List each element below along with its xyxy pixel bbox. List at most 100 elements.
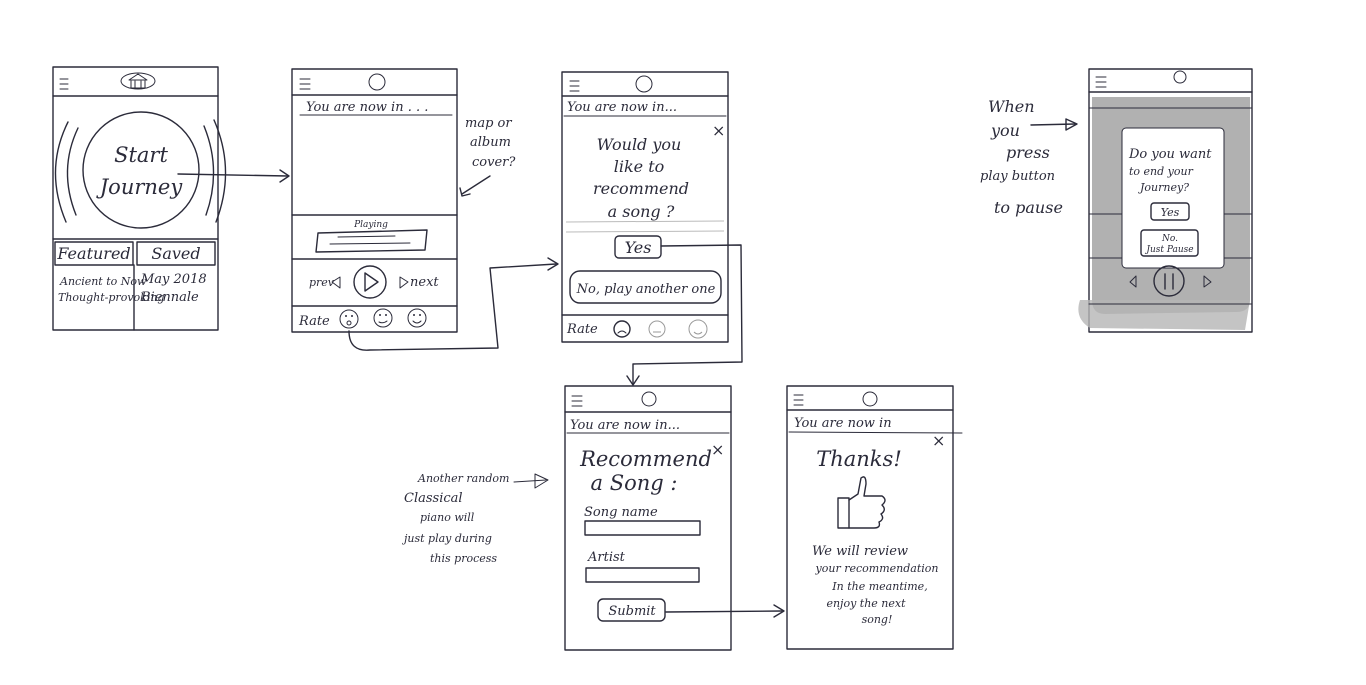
tab-saved[interactable]: Saved	[136, 241, 216, 266]
hamburger-icon[interactable]	[1095, 76, 1107, 88]
start-label: Start	[114, 143, 168, 167]
note-line: press	[1006, 143, 1050, 162]
rate-happy-icon[interactable]	[407, 308, 427, 328]
submit-button[interactable]: Submit	[597, 598, 666, 622]
frame-pause-modal: Do you want to end your Journey? Yes No.…	[1078, 68, 1253, 333]
next-label: next	[410, 275, 439, 290]
play-button[interactable]	[353, 265, 387, 299]
annotation-pause: When you press play button to pause	[980, 97, 1078, 217]
saved-item-2[interactable]: Biennale	[140, 290, 199, 305]
flow-arrow-yes-to-form	[626, 244, 743, 386]
prev-label: prev	[309, 276, 335, 289]
dialog-line: Do you want	[1128, 147, 1212, 162]
phone-outline	[52, 66, 219, 331]
featured-item-2[interactable]: Thought-provoking	[58, 291, 164, 304]
playing-label: Playing	[353, 220, 388, 230]
just-pause-label-2: Just Pause	[1144, 245, 1193, 255]
thanks-message-line: In the meantime,	[831, 580, 927, 593]
dialog-line: Journey?	[1138, 181, 1189, 194]
flow-arrow-rate-to-recommend	[348, 257, 559, 351]
tab-featured[interactable]: Featured	[54, 241, 134, 266]
phone-outline	[1088, 68, 1253, 333]
location-header: You are now in...	[567, 100, 677, 115]
just-pause-button[interactable]: No. Just Pause	[1140, 229, 1199, 257]
prompt-line: a song ?	[608, 202, 675, 221]
no-label: No, play another one	[576, 282, 716, 297]
location-header: You are now in	[794, 416, 892, 431]
rate-label: Rate	[566, 322, 598, 337]
logo-icon	[368, 73, 386, 91]
thanks-message-line: your recommendation	[815, 562, 939, 575]
note-line: to pause	[994, 198, 1063, 217]
frame-home: Start Journey Featured Saved Ancient to …	[52, 66, 227, 331]
frame-thanks: You are now in × Thanks! We will review …	[786, 385, 963, 650]
saved-item-1[interactable]: May 2018	[140, 272, 207, 287]
prev-icon[interactable]	[1129, 275, 1137, 288]
logo-icon	[641, 391, 657, 407]
artist-label: Artist	[587, 550, 626, 565]
just-pause-label-1: No.	[1161, 234, 1178, 244]
hamburger-icon[interactable]	[571, 395, 583, 407]
prompt-line: recommend	[593, 179, 689, 198]
song-name-label: Song name	[584, 505, 658, 520]
note-line: When	[988, 97, 1035, 116]
phone-outline	[564, 385, 732, 651]
logo-icon	[635, 75, 653, 93]
rate-happy-icon[interactable]	[688, 319, 708, 339]
hamburger-icon[interactable]	[299, 78, 311, 90]
thumbs-up-icon	[837, 476, 886, 529]
prompt-line: Would you	[597, 135, 682, 154]
rate-sad-icon[interactable]	[339, 309, 359, 329]
note-line: map or	[465, 116, 512, 131]
track-title-box	[315, 229, 428, 253]
note-line: play button	[980, 169, 1055, 184]
note-line: Classical	[404, 491, 463, 506]
thanks-message-line: We will review	[812, 544, 908, 559]
annotation-map-or-album: map or album cover?	[459, 116, 516, 197]
logo-icon	[1173, 70, 1187, 84]
start-journey-button[interactable]: Start Journey	[54, 111, 227, 229]
rate-neutral-icon[interactable]	[648, 320, 666, 338]
artist-input[interactable]	[585, 567, 700, 583]
form-title: Recommend	[579, 447, 712, 471]
phone-outline	[291, 68, 458, 333]
close-icon[interactable]: ×	[932, 431, 945, 450]
close-icon[interactable]: ×	[711, 440, 724, 459]
hamburger-icon[interactable]	[59, 78, 69, 90]
note-line: cover?	[472, 155, 516, 170]
tab-saved-label: Saved	[151, 244, 200, 263]
museum-icon	[120, 72, 156, 90]
rate-neutral-icon[interactable]	[373, 308, 393, 328]
end-yes-button[interactable]: Yes	[1150, 202, 1190, 221]
dialog-line: to end your	[1129, 165, 1194, 178]
thanks-message-line: enjoy the next	[826, 597, 906, 610]
frame-recommend-prompt: You are now in... × Would you like to re…	[561, 71, 729, 343]
prev-button[interactable]: prev	[309, 276, 341, 289]
next-icon[interactable]	[1203, 275, 1212, 288]
frame-player: You are now in . . . Playing prev next R…	[291, 68, 458, 333]
note-line: piano will	[420, 511, 475, 524]
prev-icon	[331, 276, 341, 289]
submit-label: Submit	[608, 604, 656, 619]
close-icon[interactable]: ×	[712, 121, 725, 140]
logo-icon	[862, 391, 878, 407]
pause-button[interactable]	[1153, 265, 1185, 297]
form-subtitle: a Song :	[591, 471, 678, 495]
next-button[interactable]: next	[399, 275, 439, 290]
prompt-line: like to	[614, 157, 665, 176]
yes-button[interactable]: Yes	[614, 235, 662, 259]
hamburger-icon[interactable]	[793, 394, 804, 406]
flow-arrow-submit-to-thanks	[665, 604, 785, 618]
featured-item-1[interactable]: Ancient to Now	[59, 275, 147, 288]
frame-recommend-form: You are now in... × Recommend a Song : S…	[564, 385, 732, 651]
note-line: you	[990, 121, 1020, 140]
flow-arrow-start-to-player	[177, 169, 290, 183]
phone-outline	[786, 385, 954, 650]
rate-sad-icon[interactable]	[613, 320, 631, 338]
hamburger-icon[interactable]	[569, 80, 580, 92]
next-icon	[399, 276, 409, 289]
song-name-input[interactable]	[584, 520, 701, 536]
map-placeholder[interactable]	[295, 118, 454, 214]
no-play-another-button[interactable]: No, play another one	[569, 270, 722, 304]
